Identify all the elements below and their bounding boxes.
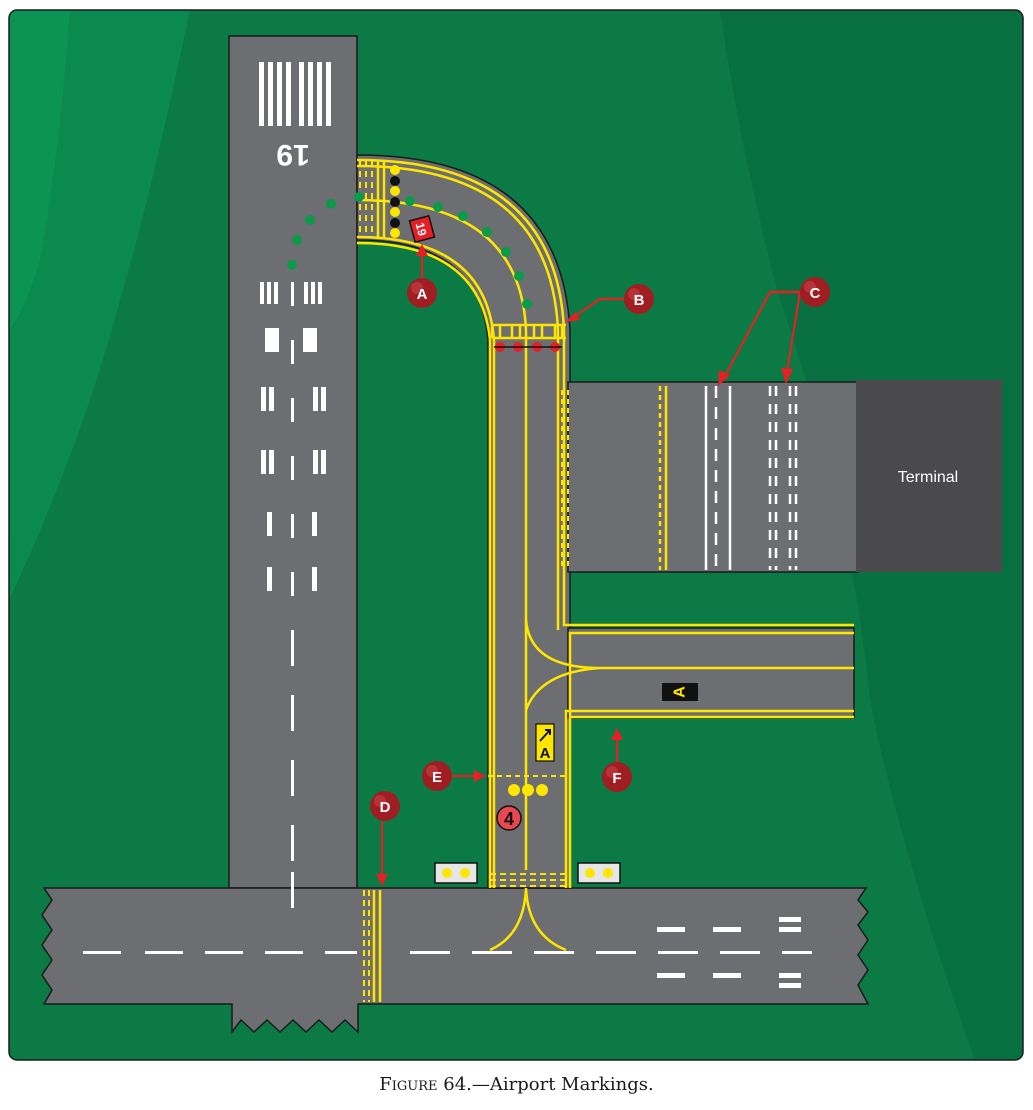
- runway-19-markings: [259, 62, 331, 908]
- runway-holding-sign: 19: [408, 214, 436, 244]
- apron: [567, 381, 859, 573]
- hold-line-bottom: [490, 873, 568, 887]
- callout-a: A: [407, 278, 437, 308]
- caption-prefix: Figure 64.: [379, 1074, 472, 1095]
- svg-text:F: F: [612, 770, 621, 787]
- lead-on-lines: [489, 887, 567, 952]
- callout-arrows: [376, 244, 802, 886]
- cross-runway-markings: [83, 917, 812, 988]
- callout-f: F: [602, 762, 632, 792]
- threshold-bars: [259, 62, 331, 126]
- touchdown-zone-bars: [260, 282, 326, 591]
- callout-b: B: [624, 284, 654, 314]
- svg-text:C: C: [810, 285, 821, 302]
- taxiway-a-centerline: [524, 619, 854, 711]
- runway-guard-lights: [508, 784, 548, 796]
- direction-sign: A: [535, 723, 555, 762]
- apron-boundary: [561, 390, 569, 568]
- hold-short-d-solid: [372, 890, 382, 1002]
- hold-bar-b: [490, 323, 566, 340]
- figure-frame: [8, 9, 1024, 1061]
- hold-short-solid-a: [376, 160, 386, 238]
- figure-caption: Figure 64.—Airport Markings.: [0, 1074, 1033, 1095]
- callout-c: C: [800, 277, 830, 307]
- taxiway-location-sign: A: [662, 683, 698, 701]
- svg-text:A: A: [540, 745, 551, 762]
- callout-e: E: [422, 761, 452, 791]
- cross-runway: [41, 887, 870, 1035]
- svg-text:A: A: [672, 686, 689, 698]
- svg-text:A: A: [417, 286, 428, 303]
- terminal-building: [856, 380, 1002, 572]
- taxiway-a: [567, 627, 855, 719]
- runway-number: 19: [276, 138, 309, 171]
- svg-text:E: E: [432, 769, 442, 786]
- airport-markings-diagram: Terminal 19: [8, 9, 1024, 1061]
- callout-d: D: [370, 791, 400, 821]
- svg-text:B: B: [634, 292, 645, 309]
- svg-text:4: 4: [504, 809, 514, 829]
- svg-text:D: D: [380, 799, 391, 816]
- guard-light-fixtures: [434, 862, 621, 884]
- vehicle-roadway-markings: [704, 386, 798, 570]
- caption-title: —Airport Markings.: [471, 1074, 654, 1095]
- taxiway-edge-outer: [356, 158, 854, 630]
- taxiway-lights: [287, 165, 562, 796]
- svg-text:19: 19: [413, 221, 430, 238]
- clearance-bar-a: [390, 165, 400, 238]
- hold-short-d-dashed: [363, 890, 370, 1002]
- terminal-label: Terminal: [898, 469, 958, 486]
- mandatory-4-marking: 4: [496, 805, 522, 831]
- runway-19-centerline: [291, 282, 294, 908]
